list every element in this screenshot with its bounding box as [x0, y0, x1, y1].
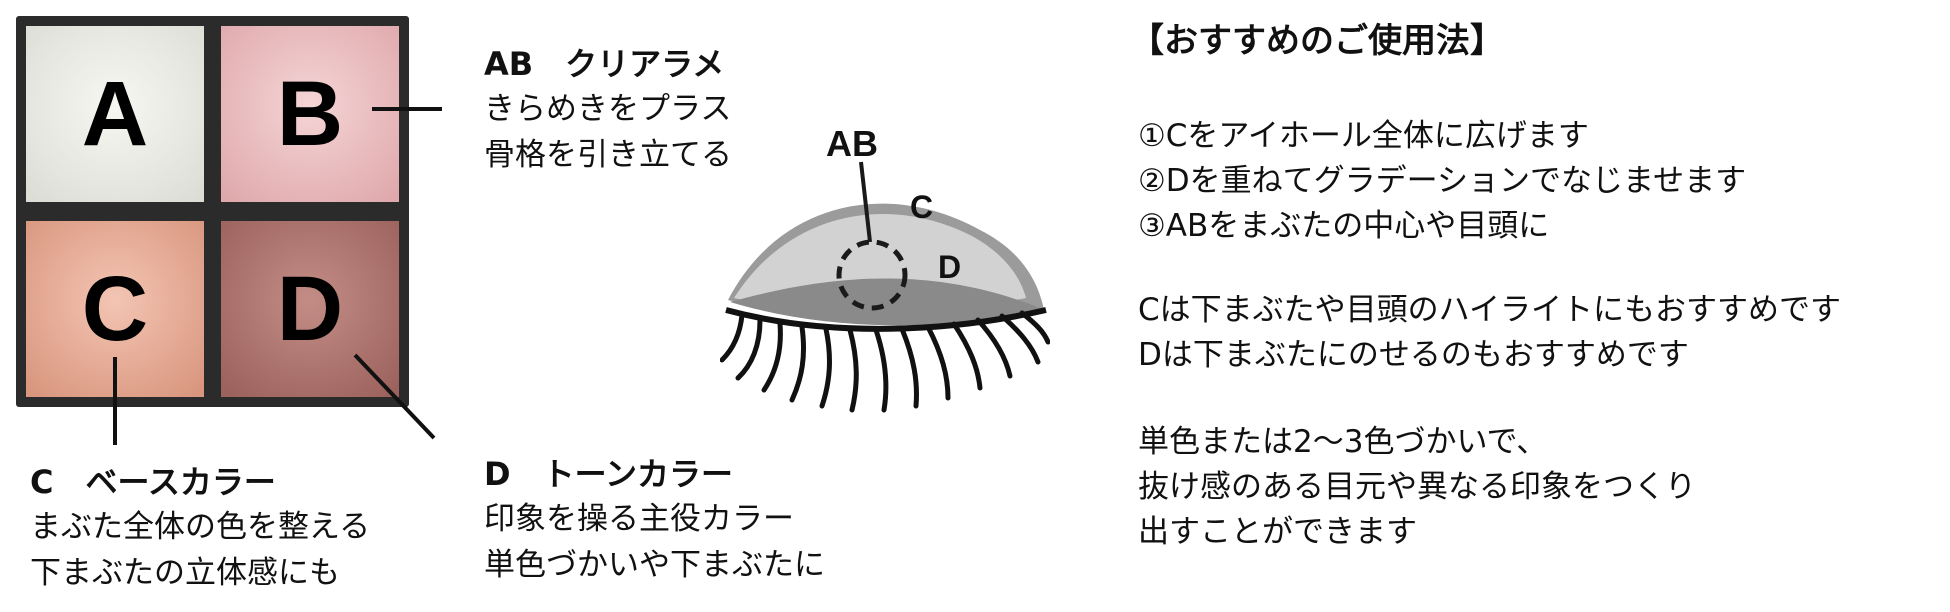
label-c-line: 下まぶたの立体感にも [30, 555, 340, 591]
leader-line-b [372, 107, 442, 111]
label-d-title: D トーンカラー [484, 455, 733, 493]
label-c: C ベースカラー まぶた全体の色を整える 下まぶたの立体感にも [30, 460, 370, 596]
pan-letter: D [276, 258, 344, 360]
label-d-line: 印象を操る主役カラー [484, 501, 794, 537]
usage-notes: Cは下まぶたや目頭のハイライトにもおすすめです Dは下まぶたにのせるのもおすすめ… [1138, 288, 1841, 378]
eye-ab-label: AB [826, 123, 878, 164]
pan-letter: C [81, 258, 149, 360]
pan-b: B [221, 26, 399, 202]
ab-leader-line [859, 161, 872, 243]
usage-section: 【おすすめのご使用法】 [1130, 18, 1504, 64]
leader-line-c [113, 357, 117, 445]
usage-extra-line: 抜け感のある目元や異なる印象をつくり [1138, 469, 1696, 505]
label-c-line: まぶた全体の色を整える [30, 509, 371, 545]
usage-step: ②Dを重ねてグラデーションでなじませます [1138, 163, 1747, 199]
usage-heading: 【おすすめのご使用法】 [1130, 21, 1504, 61]
usage-step: ③ABをまぶたの中心や目頭に [1138, 208, 1550, 244]
label-ab-title: AB クリアラメ [484, 45, 725, 83]
leader-line-d [353, 353, 436, 440]
usage-extra-line: 単色または2～3色づかいで、 [1138, 424, 1548, 460]
pan-letter: A [81, 63, 149, 165]
eye-d-label: D [938, 249, 961, 285]
label-d: D トーンカラー 印象を操る主役カラー 単色づかいや下まぶたに [484, 452, 825, 588]
usage-extra-line: 出すことができます [1138, 514, 1417, 550]
ab-dashed-circle [836, 239, 908, 311]
usage-step: ①Cをアイホール全体に広げます [1138, 118, 1589, 154]
label-ab-line: きらめきをプラス [484, 91, 732, 127]
eyeshadow-palette: A B C [16, 16, 409, 407]
pan-b-texture [221, 26, 399, 202]
label-c-title: C ベースカラー [30, 463, 276, 501]
pan-a: A [26, 26, 204, 202]
label-ab-line: 骨格を引き立てる [484, 137, 732, 173]
label-d-line: 単色づかいや下まぶたに [484, 547, 825, 583]
pan-a-texture [26, 26, 204, 202]
usage-steps: ①Cをアイホール全体に広げます ②Dを重ねてグラデーションでなじませます ③AB… [1138, 114, 1746, 249]
pan-letter: B [276, 63, 344, 165]
usage-extra: 単色または2～3色づかいで、 抜け感のある目元や異なる印象をつくり 出すことがで… [1138, 420, 1696, 555]
usage-note: Dは下まぶたにのせるのもおすすめです [1138, 337, 1689, 373]
closed-eye-illustration: AB C D [720, 123, 1050, 413]
eyelid-d-area [730, 278, 1040, 326]
label-ab: AB クリアラメ きらめきをプラス 骨格を引き立てる [484, 42, 732, 178]
eye-c-label: C [910, 189, 933, 225]
usage-note: Cは下まぶたや目頭のハイライトにもおすすめです [1138, 292, 1842, 328]
eyelashes [720, 310, 1050, 413]
